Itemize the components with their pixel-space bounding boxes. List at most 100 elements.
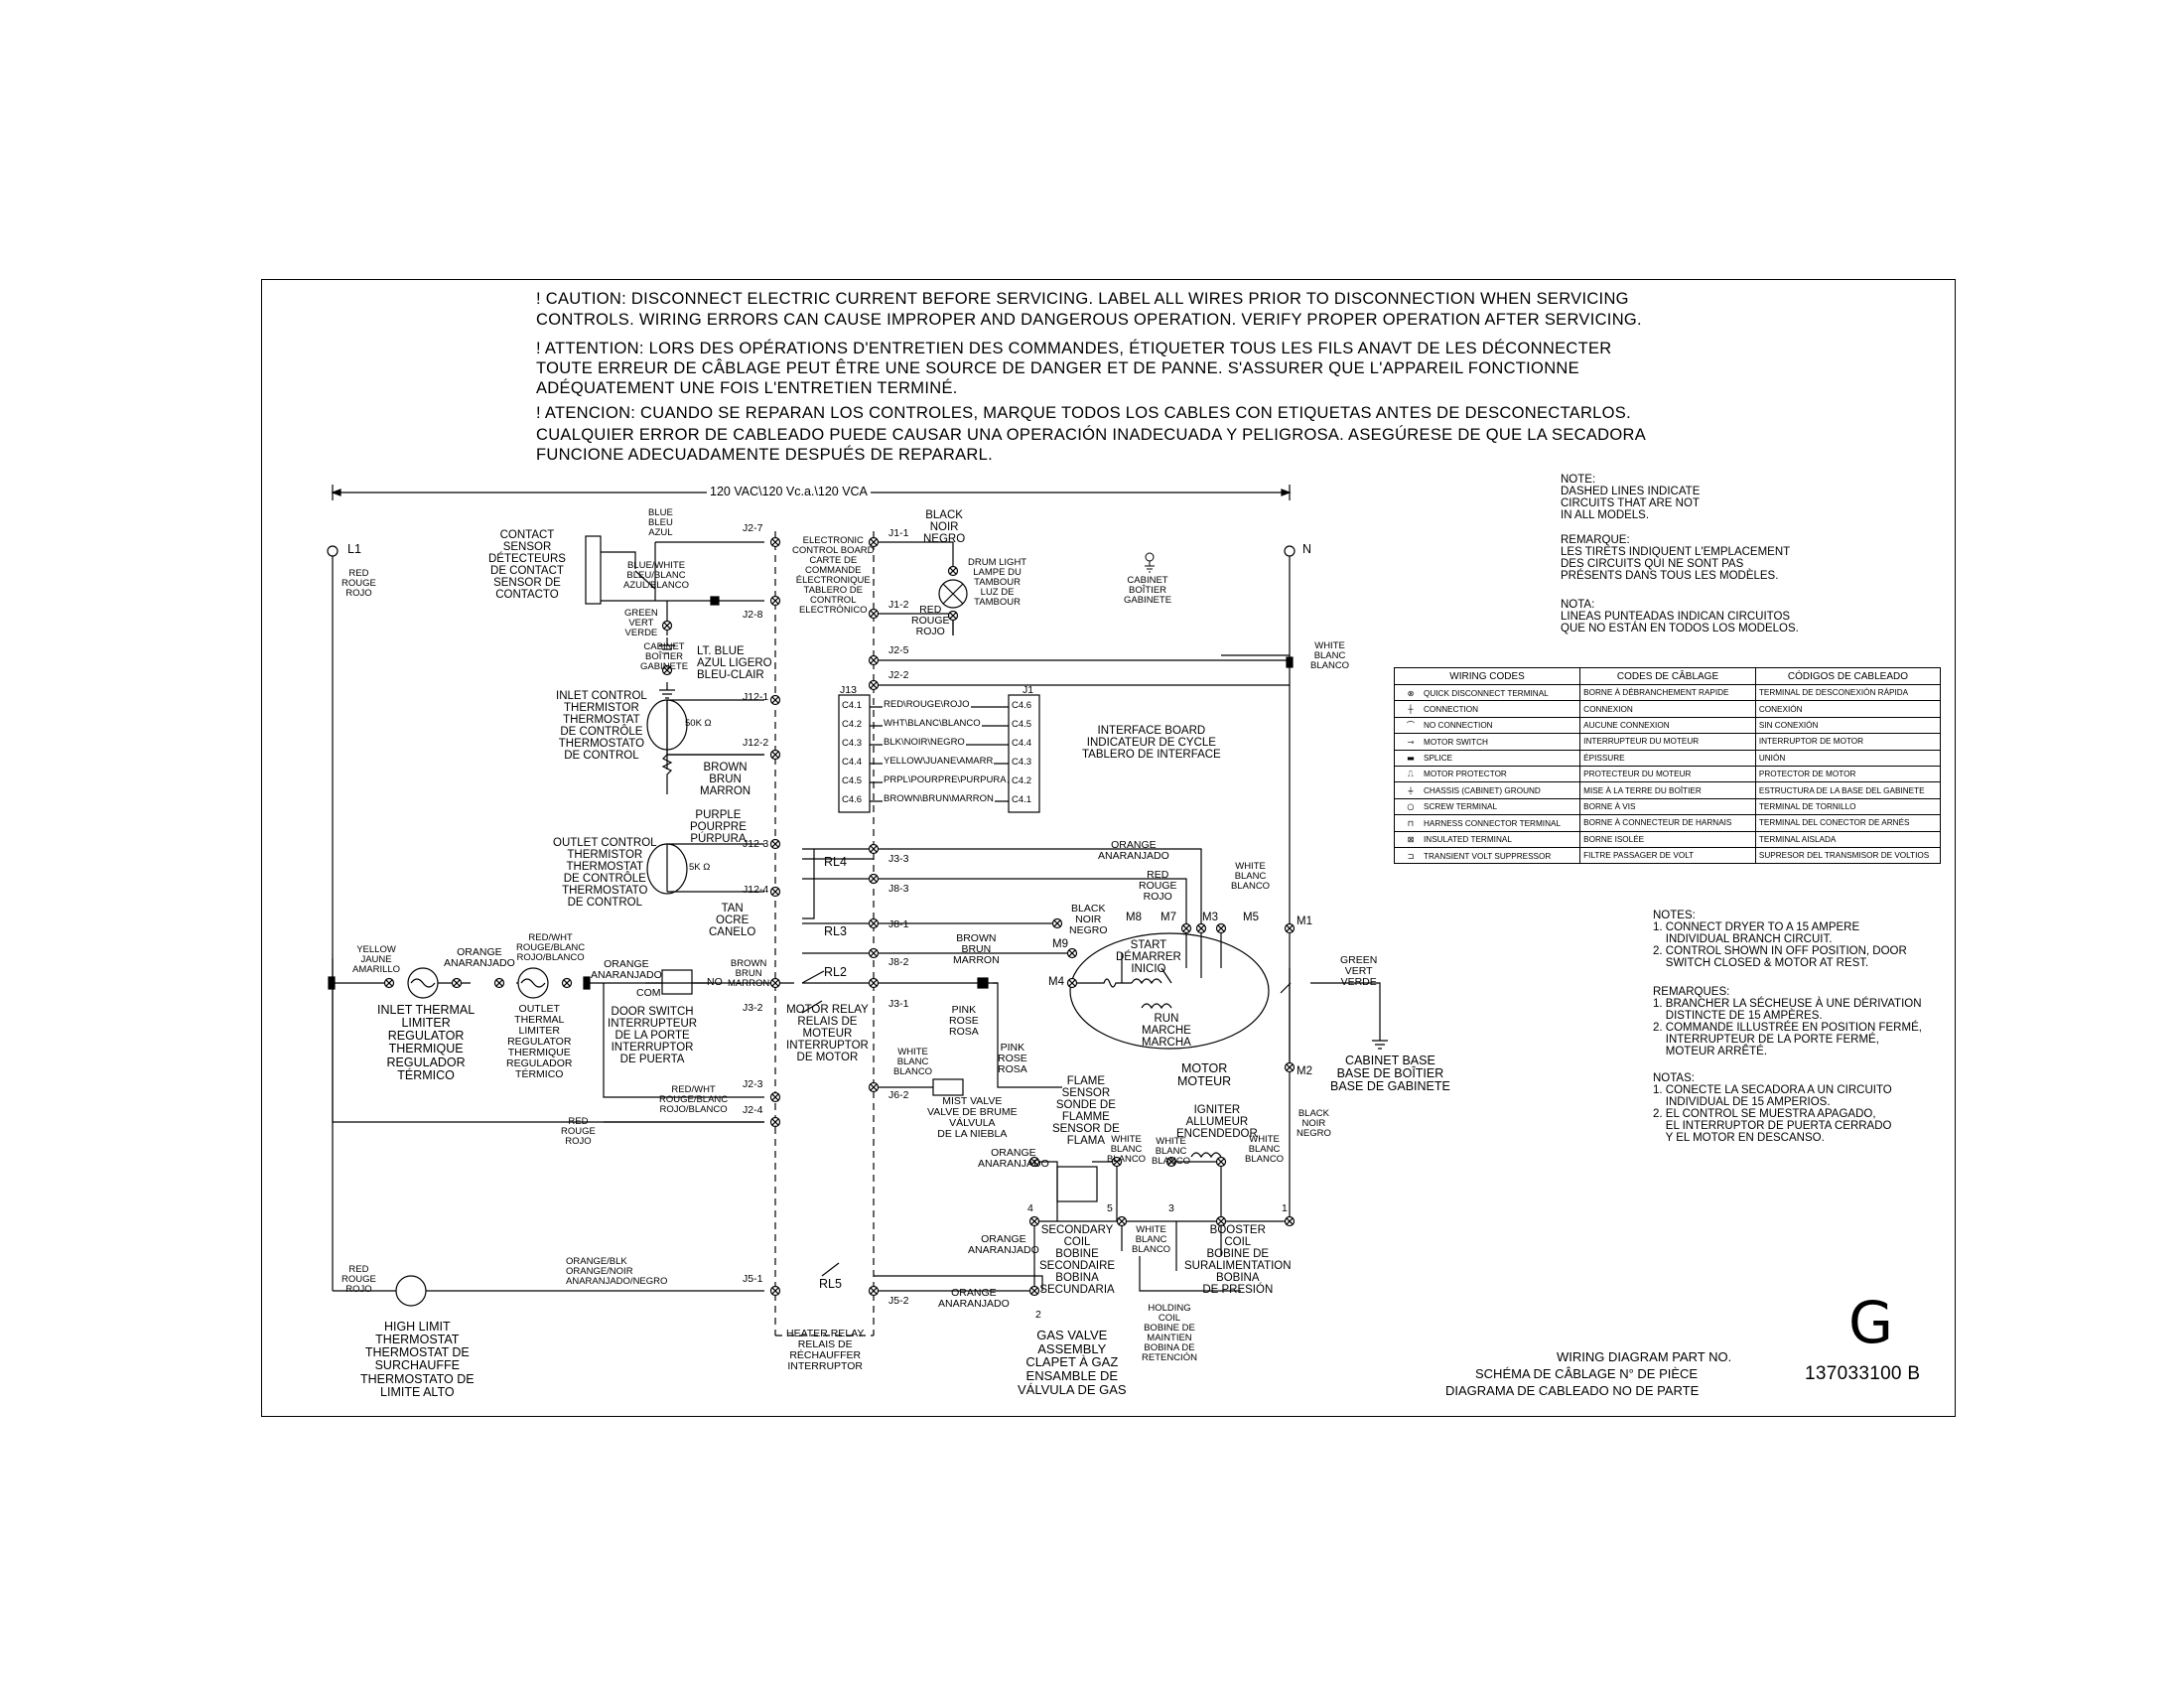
connector-j8-1: J8-1: [888, 918, 909, 930]
red-wire-high-limit-label: RED ROUGE ROJO: [341, 1264, 376, 1295]
caution-fr-line-3: ADÉQUATEMENT UNE FOIS L'ENTRETIEN TERMIN…: [536, 379, 958, 397]
resistor-50k-label: 50K Ω: [685, 718, 712, 729]
quick-disconnect-terminal: [868, 977, 880, 989]
neutral-label: N: [1302, 542, 1312, 556]
gas-valve-terminal-2: 2: [1035, 1309, 1041, 1321]
electronic-control-board-label: ELECTRONIC CONTROL BOARD CARTE DE COMMAN…: [792, 535, 875, 616]
caution-en-line-1: ! CAUTION: DISCONNECT ELECTRIC CURRENT B…: [536, 290, 1629, 308]
high-limit-wiring: [389, 1275, 1034, 1307]
white-wire-igniter-label: WHITE BLANC BLANCO: [1152, 1136, 1191, 1167]
wiring-code-en: ┼CONNECTION: [1393, 700, 1581, 718]
j13-label: J13: [840, 684, 857, 696]
green-motor-ground-label: GREEN VERT VERDE: [1340, 954, 1378, 989]
j13-pin-label: C4.6: [842, 794, 863, 805]
wiring-code-en-text: HARNESS CONNECTOR TERMINAL: [1424, 818, 1561, 828]
wiring-code-en-text: QUICK DISCONNECT TERMINAL: [1424, 688, 1549, 698]
wiring-code-es: TERMINAL DEL CONECTOR DE ARNÉS: [1754, 814, 1942, 832]
orange-wire-j5-label: ORANGE ANARANJADO: [938, 1287, 1010, 1311]
caution-fr-line-1: ! ATTENTION: LORS DES OPÉRATIONS D'ENTRE…: [536, 340, 1612, 357]
pink-wire-label-2: PINK ROSE ROSA: [998, 1042, 1027, 1076]
j13-pin-label: C4.1: [842, 700, 863, 711]
connection-icon: ┼: [1408, 704, 1414, 715]
wiring-code-en: ⊗QUICK DISCONNECT TERMINAL: [1393, 683, 1581, 702]
quick-disconnect-terminal: [947, 610, 959, 622]
quick-disconnect-terminal: [1116, 1215, 1128, 1227]
connector-j2-3: J2-3: [743, 1078, 763, 1090]
gas-valve-terminal-4: 4: [1027, 1202, 1033, 1214]
wiring-code-fr: MISE À LA TERRE DU BOÎTIER: [1579, 781, 1756, 799]
interface-board-label: INTERFACE BOARD INDICATEUR DE CYCLE TABL…: [1082, 725, 1221, 762]
motor-wiring: [1069, 928, 1389, 1221]
quick-disconnect-terminal: [769, 886, 781, 898]
relay-rl5-label: RL5: [819, 1277, 842, 1291]
j13-pin-label: C4.5: [842, 775, 863, 786]
inlet-limiter-label: INLET THERMAL LIMITER REGULATOR THERMIQU…: [377, 1003, 476, 1082]
harness-wire-label: BLK\NOIR\NEGRO: [883, 737, 966, 748]
transient-suppressor-icon: ⊐: [1407, 850, 1415, 861]
quick-disconnect-terminal: [1180, 922, 1192, 934]
wiring-code-en: ⊓ HARNESS CONNECTOR TERMINAL: [1393, 814, 1581, 832]
wiring-code-fr: INTERRUPTEUR DU MOTEUR: [1579, 733, 1756, 751]
cabinet-base-label: CABINET BASE BASE DE BOÎTIER BASE DE GAB…: [1330, 1054, 1450, 1094]
note-en: NOTE: DASHED LINES INDICATE CIRCUITS THA…: [1561, 474, 1701, 522]
no-connection-icon: ⌒: [1406, 720, 1416, 731]
quick-disconnect-terminal: [868, 1081, 880, 1093]
red-wire-j8-label: RED ROUGE ROJO: [1139, 869, 1177, 904]
quick-disconnect-terminal: [769, 838, 781, 850]
quick-disconnect-terminal: [1028, 1285, 1040, 1297]
wiring-code-fr: BORNE À VIS: [1579, 797, 1756, 816]
connector-j2-8: J2-8: [743, 609, 763, 621]
wiring-code-fr: BORNE ISOLÉE: [1579, 830, 1756, 848]
wiring-code-en-text: SPLICE: [1424, 754, 1453, 764]
motor-label: MOTOR MOTEUR: [1177, 1061, 1232, 1089]
harness-connector-icon: ⊓: [1407, 817, 1415, 828]
wiring-code-es: TERMINAL DE DESCONEXIÓN RÁPIDA: [1754, 683, 1942, 702]
orange-black-wire-label: ORANGE/BLK ORANGE/NOIR ANARANJADO/NEGRO: [566, 1256, 668, 1287]
no-terminal-label: NO: [707, 976, 723, 988]
gas-valve-terminal-3: 3: [1168, 1202, 1174, 1214]
connector-j8-3: J8-3: [888, 883, 909, 895]
connector-j2-2: J2-2: [888, 669, 909, 681]
quick-disconnect-terminal: [769, 1116, 781, 1128]
harness-wire-label: YELLOW\JUANE\AMARR: [883, 756, 995, 767]
limiter-chain: [328, 967, 794, 1123]
wiring-code-en: ▬SPLICE: [1393, 749, 1581, 767]
tan-wire-label: TAN OCRE CANELO: [709, 903, 756, 939]
quick-disconnect-terminal: [1215, 922, 1227, 934]
connector-j2-5: J2-5: [888, 644, 909, 656]
quick-disconnect-terminal: [769, 1091, 781, 1103]
quick-disconnect-terminal: [769, 977, 781, 989]
l1-label: L1: [347, 542, 361, 556]
quick-disconnect-terminal: [1284, 1061, 1296, 1073]
white-wire-igniter-label-2: WHITE BLANC BLANCO: [1245, 1134, 1285, 1165]
harness-wire-label: BROWN\BRUN\MARRON: [883, 793, 995, 804]
run-winding-label: RUN MARCHE MARCHA: [1142, 1013, 1191, 1050]
wiring-code-fr: ÉPISSURE: [1579, 749, 1756, 767]
connector-j1-1: J1-1: [888, 527, 909, 539]
j13-pin-label: C4.2: [842, 719, 863, 730]
quick-disconnect-terminal: [769, 595, 781, 607]
quick-disconnect-terminal: [868, 679, 880, 691]
quick-disconnect-terminal: [868, 873, 880, 885]
j1-pin-label: C4.5: [1012, 719, 1032, 730]
lt-blue-wire-label: LT. BLUE AZUL LIGERO BLEU-CLAIR: [697, 645, 772, 682]
quick-disconnect-terminal: [868, 947, 880, 959]
j13-pin-label: C4.3: [842, 738, 863, 749]
connector-j3-1: J3-1: [888, 998, 909, 1010]
motor-terminal-m3: M3: [1202, 912, 1218, 923]
wiring-codes-header: WIRING CODES CODES DE CÂBLAGE CÓDIGOS DE…: [1393, 667, 1942, 685]
wiring-code-fr: AUCUNE CONNEXION: [1579, 716, 1756, 735]
brown-wire-label-2: BROWN BRUN MARRON: [728, 958, 770, 989]
harness-wire-label: RED\ROUGE\ROJO: [883, 699, 971, 710]
motor-relay-label: MOTOR RELAY RELAIS DE MOTEUR INTERRUPTOR…: [786, 1004, 869, 1064]
diagram-frame: [261, 279, 1956, 1417]
quick-disconnect-terminal: [1066, 977, 1078, 989]
black-wire-m8-label: BLACK NOIR NEGRO: [1069, 903, 1108, 937]
l1-wire-color: RED ROUGE ROJO: [341, 568, 376, 599]
wiring-code-en-text: CHASSIS (CABINET) GROUND: [1424, 786, 1541, 796]
motor-switch-icon: ⊸: [1407, 736, 1415, 747]
